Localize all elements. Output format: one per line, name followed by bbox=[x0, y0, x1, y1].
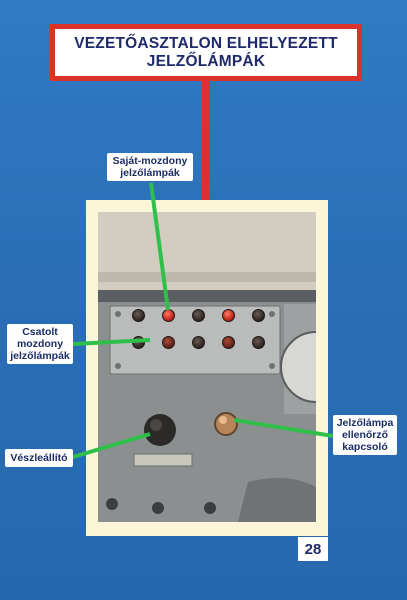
page-number: 28 bbox=[298, 537, 328, 561]
plate-screw bbox=[269, 363, 275, 369]
control-panel-illustration bbox=[98, 212, 316, 522]
lamp-bottom-3 bbox=[192, 336, 205, 349]
check-switch-highlight bbox=[219, 416, 227, 424]
plate-screw bbox=[115, 311, 121, 317]
gauge-dial bbox=[280, 331, 316, 403]
label-sajat-line-1: Saját-mozdony bbox=[112, 155, 188, 167]
lamp-top-4 bbox=[222, 309, 235, 322]
photo-frame bbox=[86, 200, 328, 536]
label-ellenorzo-line-2: ellenőrző bbox=[341, 429, 389, 441]
label-vesz-text: Vészleállító bbox=[10, 452, 68, 464]
emergency-stop-plate bbox=[133, 453, 193, 467]
lamp-top-2 bbox=[162, 309, 175, 322]
title-banner: VEZETŐASZTALON ELHELYEZETT JELZŐLÁMPÁK bbox=[50, 24, 362, 81]
plate-screw bbox=[115, 363, 121, 369]
lamp-bottom-1 bbox=[132, 336, 145, 349]
label-csatolt-line-1: Csatolt bbox=[22, 326, 58, 338]
title-line-1: VEZETŐASZTALON ELHELYEZETT bbox=[74, 34, 338, 52]
title-line-2: JELZŐLÁMPÁK bbox=[146, 52, 266, 70]
label-veszleallito: Vészleállító bbox=[5, 449, 73, 467]
emergency-stop-knob-highlight bbox=[150, 419, 162, 431]
label-ellenorzo-line-3: kapcsoló bbox=[342, 441, 388, 453]
lamp-bottom-5 bbox=[252, 336, 265, 349]
label-ellenorzo-line-1: Jelzőlámpa bbox=[336, 417, 394, 429]
panel-bolt bbox=[106, 498, 118, 510]
panel-top-edge bbox=[98, 290, 316, 302]
panel-lower-curve bbox=[238, 478, 316, 522]
lamp-bottom-2 bbox=[162, 336, 175, 349]
control-panel-photo bbox=[98, 212, 316, 522]
label-sajat-line-2: jelzőlámpák bbox=[120, 167, 180, 179]
label-csatolt-line-3: jelzőlámpák bbox=[10, 350, 70, 362]
emergency-stop-knob bbox=[144, 414, 176, 446]
label-csatolt-line-2: mozdony bbox=[16, 338, 64, 350]
lamp-bottom-4 bbox=[222, 336, 235, 349]
lamp-top-5 bbox=[252, 309, 265, 322]
label-ellenorzo-kapcsolo: Jelzőlámpa ellenőrző kapcsoló bbox=[333, 415, 397, 455]
panel-bolt bbox=[152, 502, 164, 514]
label-sajat-mozdony: Saját-mozdony jelzőlámpák bbox=[107, 153, 193, 181]
label-csatolt-mozdony: Csatolt mozdony jelzőlámpák bbox=[7, 324, 73, 364]
lamp-top-3 bbox=[192, 309, 205, 322]
lamp-top-1 bbox=[132, 309, 145, 322]
check-switch-button bbox=[214, 412, 238, 436]
panel-bolt bbox=[204, 502, 216, 514]
panel-wall-stripe bbox=[98, 272, 316, 282]
title-connector-stem bbox=[202, 81, 210, 201]
title-inner: VEZETŐASZTALON ELHELYEZETT JELZŐLÁMPÁK bbox=[55, 29, 357, 76]
plate-screw bbox=[269, 311, 275, 317]
